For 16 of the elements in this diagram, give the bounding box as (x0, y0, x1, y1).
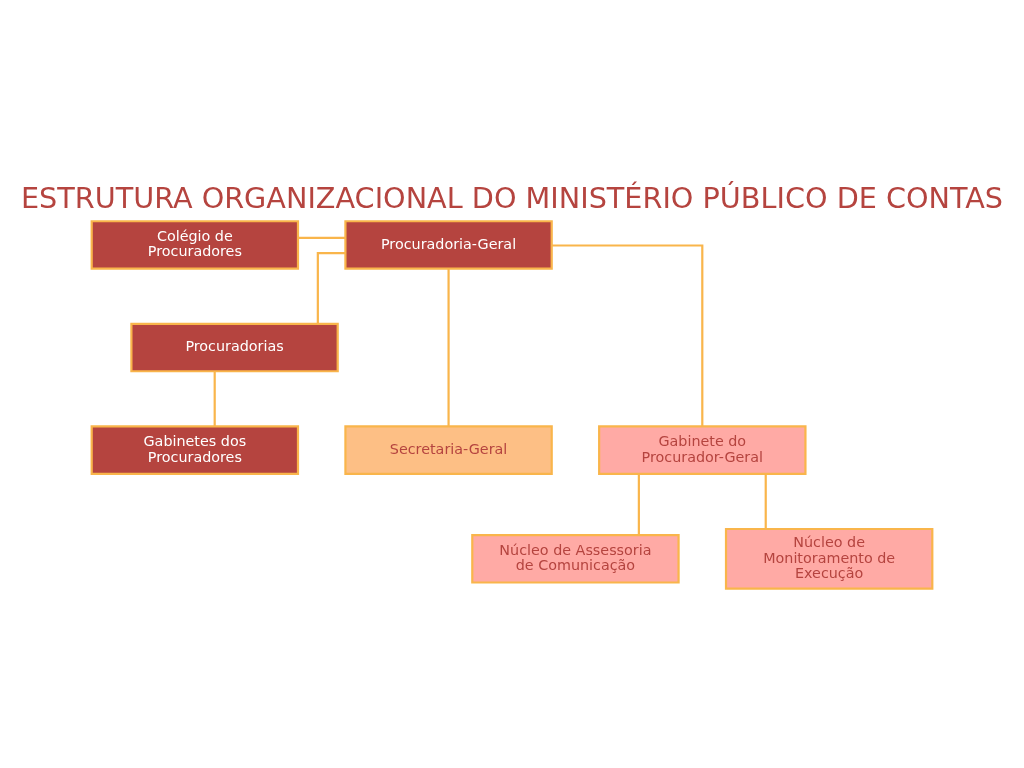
node-box: Procuradorias (130, 322, 339, 372)
node-box: Gabinetes dos Procuradores (90, 424, 300, 475)
connector (316, 251, 346, 324)
node-box: Procuradoria-Geral (344, 219, 553, 270)
node-box: Secretaria-Geral (344, 424, 553, 475)
node-box: Núcleo de Assessoria de Comunicação (471, 533, 680, 584)
connector (298, 236, 346, 239)
connector (551, 243, 704, 426)
node-box: Núcleo de Monitoramento de Execução (724, 527, 934, 590)
connector (213, 370, 216, 426)
connector (637, 473, 640, 535)
connector (764, 473, 767, 529)
node-box: Gabinete do Procurador-Geral (598, 424, 807, 475)
node-box: Colégio de Procuradores (90, 219, 300, 270)
connector (447, 268, 450, 426)
diagram-title: ESTRUTURA ORGANIZACIONAL DO MINISTÉRIO PÚBLICO DE CONTAS (20, 180, 1004, 215)
